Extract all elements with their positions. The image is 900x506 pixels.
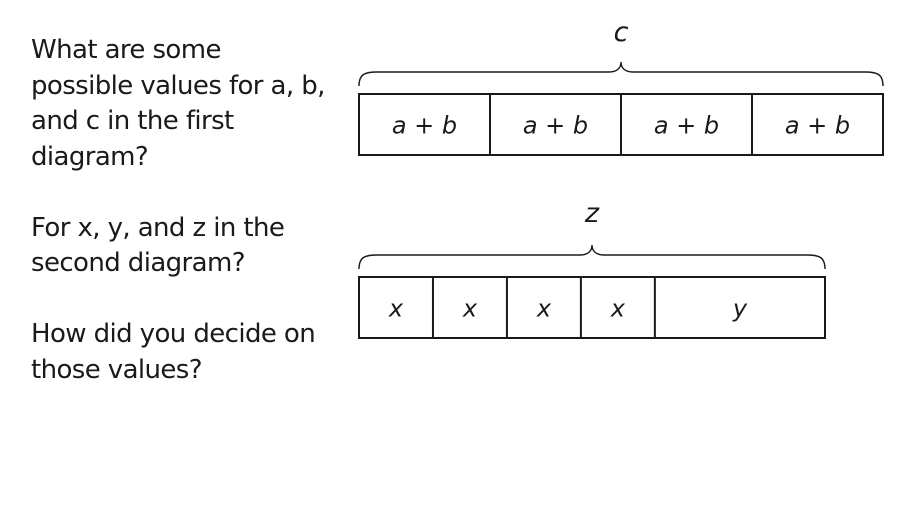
diagram-1-brace — [358, 61, 884, 87]
question-line: How did you decide on — [31, 319, 316, 349]
question-line: those values? — [31, 354, 203, 385]
diagram-2-segment-label: y — [732, 295, 748, 323]
diagram-2-segment-label: x — [388, 295, 404, 323]
diagram-2-total-label: z — [584, 198, 600, 229]
questions-panel: What are some possible values for a, b, … — [31, 33, 341, 424]
tape-diagram-2: z x x x x y — [358, 198, 826, 339]
diagram-2-segment-label: x — [462, 295, 478, 323]
question-line: For x, y, and z in the — [31, 212, 285, 243]
question-2: For x, y, and z in the second diagram? — [31, 211, 341, 282]
diagram-2-brace — [358, 244, 826, 270]
diagram-1-segment-label: a + b — [654, 112, 719, 140]
diagram-2-segment-label: x — [536, 295, 552, 323]
question-line: What are some — [31, 35, 221, 65]
diagram-1-total-label: c — [614, 17, 629, 48]
diagram-2-tape — [358, 276, 826, 339]
question-3: How did you decide on those values? — [31, 317, 341, 388]
question-line: second diagram? — [31, 248, 246, 278]
question-1: What are some possible values for a, b, … — [31, 33, 341, 175]
diagram-1-segment-label: a + b — [523, 112, 588, 140]
diagram-1-segment-label: a + b — [392, 112, 457, 140]
diagram-2-segment-label: x — [610, 295, 626, 323]
question-line: possible values for a, b, — [31, 70, 325, 101]
tape-diagram-1: c a + b a + b a + b a + b — [358, 17, 884, 156]
question-line: diagram? — [31, 141, 149, 172]
diagram-1-segment-label: a + b — [785, 112, 850, 140]
question-line: and c in the first — [31, 106, 234, 136]
